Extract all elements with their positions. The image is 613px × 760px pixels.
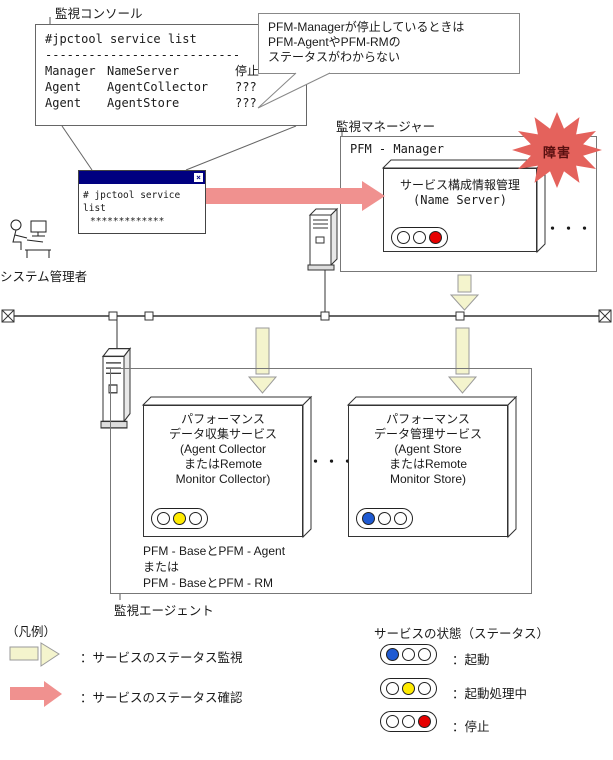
status-dot xyxy=(402,715,415,728)
close-icon: × xyxy=(194,173,203,182)
service-name-line: サービス構成情報管理 xyxy=(399,178,520,192)
service-list-row: Agent AgentStore ??? xyxy=(45,95,297,111)
service-name-line: パフォーマンス xyxy=(181,412,265,426)
service-name-line: (Agent Collector xyxy=(179,442,267,456)
status-monitor-arrow-manager xyxy=(449,274,480,311)
service-name-line: データ収集サービス xyxy=(168,427,277,441)
monitoring-agent-box xyxy=(110,368,532,594)
network-node xyxy=(320,311,330,321)
terminal-command: # jpctool service list xyxy=(83,190,181,214)
service-name-line: またはRemote xyxy=(388,457,468,471)
manager-area-label: 監視マネージャー xyxy=(336,120,436,134)
status-dot xyxy=(418,715,431,728)
terminal-window: × # jpctool service list ************* xyxy=(78,170,206,234)
admin-person-icon xyxy=(10,219,51,258)
status-indicator-name-server xyxy=(391,227,448,248)
service-status: ??? xyxy=(235,80,257,94)
agent-collector-box: パフォーマンス データ収集サービス (Agent Collector またはRe… xyxy=(143,405,303,537)
status-dot xyxy=(418,648,431,661)
service-name: AgentStore xyxy=(107,96,180,110)
callout-note: PFM-Managerが停止しているときは PFM-AgentやPFM-RMの … xyxy=(258,13,520,74)
service-status: 停止 xyxy=(235,64,260,78)
service-type: Manager xyxy=(45,64,96,78)
status-dot xyxy=(362,512,375,525)
status-indicator-store xyxy=(356,508,413,529)
network-terminator-icon xyxy=(1,309,15,323)
service-list-row: Manager NameServer 停止 xyxy=(45,63,297,79)
console-command: #jpctool service list xyxy=(45,32,197,46)
failure-label: 障害 xyxy=(542,145,571,160)
status-dot xyxy=(429,231,442,244)
server-icon-manager xyxy=(307,208,338,271)
status-dot xyxy=(378,512,391,525)
name-server-box: サービス構成情報管理 (Name Server) xyxy=(383,168,537,252)
service-name-line: (Agent Store xyxy=(394,442,462,456)
service-name-line: パフォーマンス xyxy=(386,412,470,426)
status-dot xyxy=(189,512,202,525)
status-indicator-collector xyxy=(151,508,208,529)
service-status: ??? xyxy=(235,96,257,110)
network-node xyxy=(144,311,154,321)
service-name-line: Monitor Store) xyxy=(389,472,467,486)
legend-status-indicator-starting xyxy=(380,678,437,699)
manager-ellipsis: ・・・ xyxy=(546,221,595,236)
status-dot xyxy=(386,715,399,728)
agent-ellipsis: ・・・ xyxy=(309,454,358,469)
legend-status-indicator-stopped xyxy=(380,711,437,732)
console-separator: --------------------------- xyxy=(45,48,241,62)
service-name: AgentCollector xyxy=(107,80,209,94)
service-list-row: Agent AgentCollector ??? xyxy=(45,79,297,95)
agent-area-label: 監視エージェント xyxy=(114,604,214,618)
status-dot xyxy=(397,231,410,244)
network-line xyxy=(1,264,612,348)
network-terminator-icon xyxy=(598,309,612,323)
status-dot xyxy=(157,512,170,525)
network-node xyxy=(455,311,465,321)
status-dot xyxy=(394,512,407,525)
network-node xyxy=(108,311,118,321)
status-dot xyxy=(386,682,399,695)
legend-title: （凡例） xyxy=(6,625,57,639)
pfm-manager-title: PFM - Manager xyxy=(350,142,444,156)
console-callout-lines xyxy=(61,125,297,171)
terminal-body: # jpctool service list ************* xyxy=(79,184,205,233)
agent-note: PFM - BaseとPFM - Agent または PFM - BaseとPF… xyxy=(143,544,286,590)
status-dot xyxy=(402,682,415,695)
service-type: Agent xyxy=(45,80,82,94)
service-name-line: (Name Server) xyxy=(413,193,507,207)
status-dot xyxy=(173,512,186,525)
terminal-output: ************* xyxy=(90,216,165,227)
service-name-line: データ管理サービス xyxy=(373,427,482,441)
legend-item-label: ：サービスのステータス監視 xyxy=(80,651,243,665)
legend-status-label: ：起動 xyxy=(452,653,490,667)
status-legend-title: サービスの状態（ステータス） xyxy=(374,627,550,641)
status-dot xyxy=(413,231,426,244)
legend-item-label: ：サービスのステータス確認 xyxy=(80,691,243,705)
service-name-line: またはRemote xyxy=(183,457,263,471)
sysadmin-label: システム管理者 xyxy=(0,270,88,284)
console-area-label: 監視コンソール xyxy=(55,7,143,21)
legend-status-label: ：停止 xyxy=(452,720,490,734)
legend-status-label: ：起動処理中 xyxy=(452,687,528,701)
service-name-line: Monitor Collector) xyxy=(175,472,271,486)
status-dot xyxy=(402,648,415,661)
terminal-titlebar: × xyxy=(79,171,205,184)
status-dot xyxy=(418,682,431,695)
legend-status-monitor-arrow xyxy=(9,642,60,667)
legend-status-check-arrow xyxy=(10,681,62,707)
service-type: Agent xyxy=(45,96,82,110)
pfm-manager-box xyxy=(340,136,597,272)
status-dot xyxy=(386,648,399,661)
legend-status-indicator-running xyxy=(380,644,437,665)
service-name: NameServer xyxy=(107,64,180,78)
